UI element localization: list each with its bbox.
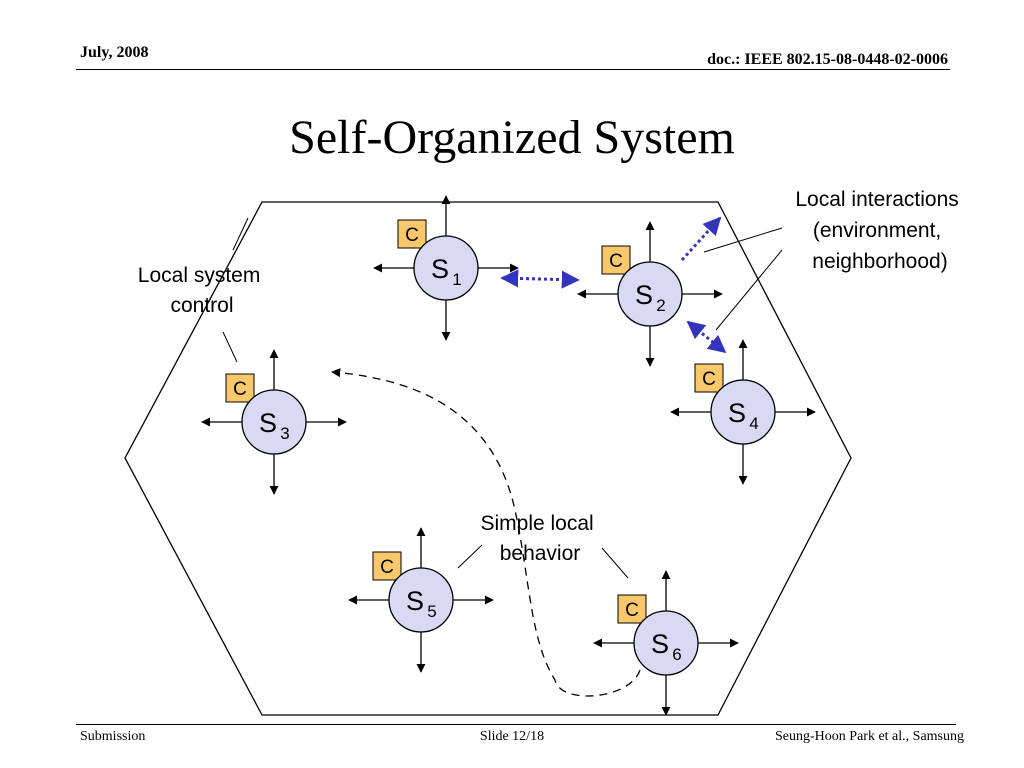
header-doc-id: doc.: IEEE 802.15-08-0448-02-0006 [707,51,948,68]
node-s3-subscript: 3 [280,424,289,443]
footer-slide-number: Slide 12/18 [479,729,545,744]
node-s5-label: S [406,586,424,616]
interaction-arrow-s2-s4 [686,320,727,354]
node-s5-subscript: 5 [427,602,436,621]
node-s4-circle [710,379,776,445]
node-s3-control-label: C [233,379,247,400]
simple-behavior-label: Simple local behavior [480,512,599,565]
leader-control-bottom [222,331,238,363]
local-control-label: Local system control [138,264,266,317]
node-s6-label: S [651,629,669,659]
node-s6-circle [633,610,699,676]
node-s6-subscript: 6 [672,645,681,664]
slide-title: Self-Organized System [289,111,735,164]
node-s1-control-box [397,219,427,249]
node-s4-control-box [694,363,724,393]
node-s2-control-box [601,245,631,275]
node-s2-control-label: C [609,251,623,272]
node-s1-control-label: C [405,225,419,246]
footer-rule [76,724,956,725]
footer-author: Seung-Hoon Park et al., Samsung [775,729,964,744]
node-s2-label: S [635,280,653,310]
node-s5-circle [388,567,454,633]
node-s3-label: S [259,408,277,438]
node-s3-control-box [225,373,255,403]
node-s2-circle [617,261,683,327]
header-rule [76,69,950,70]
interaction-arrow-s2-env [680,216,722,262]
node-s1-label: S [431,254,449,284]
node-s5-control-label: C [380,557,394,578]
leader-behavior-right [601,547,629,579]
node-s1-subscript: 1 [452,270,461,289]
leader-interactions-b [715,249,783,331]
behavior-curve [331,368,641,697]
node-s4-label: S [728,398,746,428]
system-boundary [124,201,852,716]
node-s4-control-label: C [702,369,716,390]
node-s3-circle [241,389,307,455]
node-s2-subscript: 2 [656,296,665,315]
node-s6-control-box [617,594,647,624]
leader-behavior-left [457,544,483,569]
node-s6-control-label: C [625,600,639,621]
local-interactions-label: Local interactions (environment, neighbo… [795,188,964,273]
interaction-arrow-s1-s2 [500,269,580,289]
node-s5-control-box [372,551,402,581]
leader-control-top [232,217,249,251]
footer-submission: Submission [80,729,146,744]
node-s4-subscript: 4 [749,414,758,433]
header-date: July, 2008 [80,44,149,61]
leader-interactions-a [703,227,783,253]
node-s1-circle [413,235,479,301]
